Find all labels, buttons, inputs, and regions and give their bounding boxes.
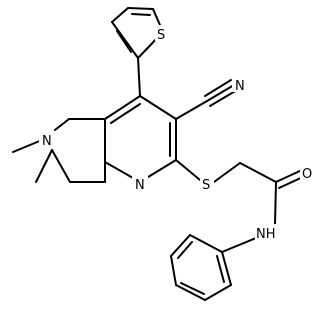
thioether-chain <box>175 159 306 226</box>
bond <box>35 149 53 183</box>
atom-label-nitrogen-amide: NH <box>256 227 276 242</box>
bond <box>111 7 129 23</box>
bond <box>221 237 257 253</box>
bond <box>175 100 208 120</box>
atom-label-oxygen: O <box>302 167 312 182</box>
atom-labels: S N N N S O NH <box>39 25 316 242</box>
methyl-bond <box>12 139 43 153</box>
nitrile-group <box>175 79 238 120</box>
atom-label-sulfur-thioether: S <box>202 178 210 193</box>
bond <box>51 149 71 183</box>
bond <box>170 255 177 286</box>
tetrahydro-ring <box>35 118 106 183</box>
label-background <box>132 175 148 191</box>
bond <box>175 159 201 181</box>
bond <box>139 95 177 120</box>
bond <box>104 95 141 120</box>
pyridine-ring <box>104 95 177 183</box>
bond <box>170 234 191 257</box>
label-background <box>200 175 214 191</box>
bond <box>239 162 277 183</box>
bond <box>175 284 206 301</box>
bond <box>116 30 132 53</box>
bond <box>274 181 277 226</box>
atom-label-sulfur-thiophene: S <box>157 28 165 43</box>
atom-label-nitrogen-pyridine: N <box>135 178 145 193</box>
bond <box>204 79 232 97</box>
bond <box>54 118 70 131</box>
label-background <box>300 164 316 180</box>
bond <box>275 169 303 183</box>
bond <box>180 282 205 295</box>
bond <box>221 251 232 286</box>
atom-label-nitrogen-nitrile: N <box>235 79 245 94</box>
atom-label-nitrogen-methyl: N <box>42 134 52 149</box>
bond <box>131 13 151 16</box>
label-background <box>255 224 283 240</box>
bond <box>216 255 225 283</box>
phenyl-ring <box>170 234 257 301</box>
bond <box>127 7 154 10</box>
bond <box>206 84 235 102</box>
bond <box>209 89 238 107</box>
label-background <box>232 76 248 92</box>
bond <box>204 284 232 301</box>
label-background <box>155 25 169 41</box>
bond <box>110 103 141 124</box>
bond <box>111 21 139 59</box>
bond <box>189 234 223 253</box>
label-background <box>39 131 55 147</box>
bond <box>137 57 141 97</box>
bond <box>177 241 193 259</box>
bond <box>213 162 241 183</box>
